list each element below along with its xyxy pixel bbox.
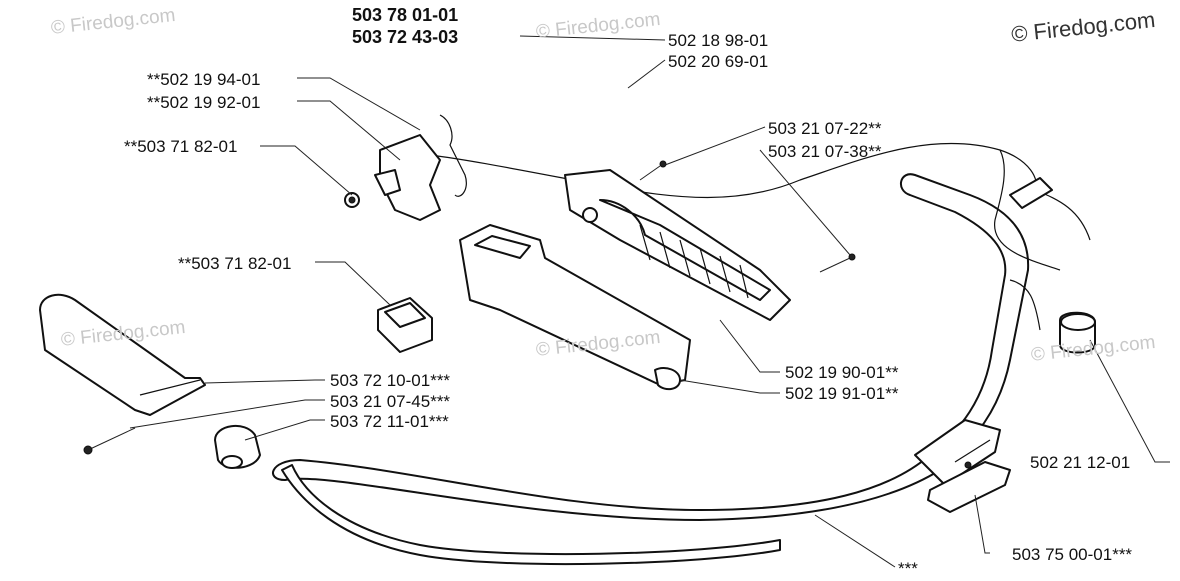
header-part-number: 503 72 43-03: [352, 27, 459, 47]
part-label: **503 71 82-01: [178, 254, 292, 273]
handlebar-tube: [272, 173, 1030, 521]
part-label: 503 75 00-01***: [1012, 545, 1133, 564]
part-label: 503 72 11-01***: [330, 412, 449, 431]
part-label: 502 19 91-01**: [785, 384, 899, 403]
screw-503-21-07-45: [83, 427, 136, 455]
part-label: **502 19 92-01: [147, 93, 261, 112]
screw-503-21-07-38: [819, 253, 856, 273]
part-label: 502 19 90-01**: [785, 363, 899, 382]
part-label: ***: [898, 559, 918, 578]
part-label: 502 21 12-01: [1030, 453, 1131, 472]
clip-502-21-12: [1059, 311, 1096, 354]
header-part-number: 503 78 01-01: [352, 5, 459, 25]
leader-lines: [129, 35, 1170, 568]
handle-cover: [459, 224, 691, 391]
stop-switch: [377, 297, 433, 353]
part-label: 502 20 69-01: [668, 52, 769, 71]
part-label: 502 18 98-01: [668, 31, 769, 50]
part-label: 503 21 07-22**: [768, 119, 882, 138]
clamp-503-72-11: [214, 425, 261, 469]
part-label: **503 71 82-01: [124, 137, 238, 156]
part-label: 503 21 07-38**: [768, 142, 882, 161]
part-label: 503 21 07-45***: [330, 392, 451, 411]
throttle-housing: [564, 169, 791, 321]
part-label: **502 19 94-01: [147, 70, 261, 89]
bracket-assembly: [344, 114, 467, 221]
left-grip: [39, 293, 206, 416]
clamp-502-21-12: [914, 419, 1011, 513]
part-label: 503 72 10-01***: [330, 371, 451, 390]
handlebar-lower-arm: [281, 464, 781, 566]
screw-503-21-07-22: [639, 160, 667, 181]
